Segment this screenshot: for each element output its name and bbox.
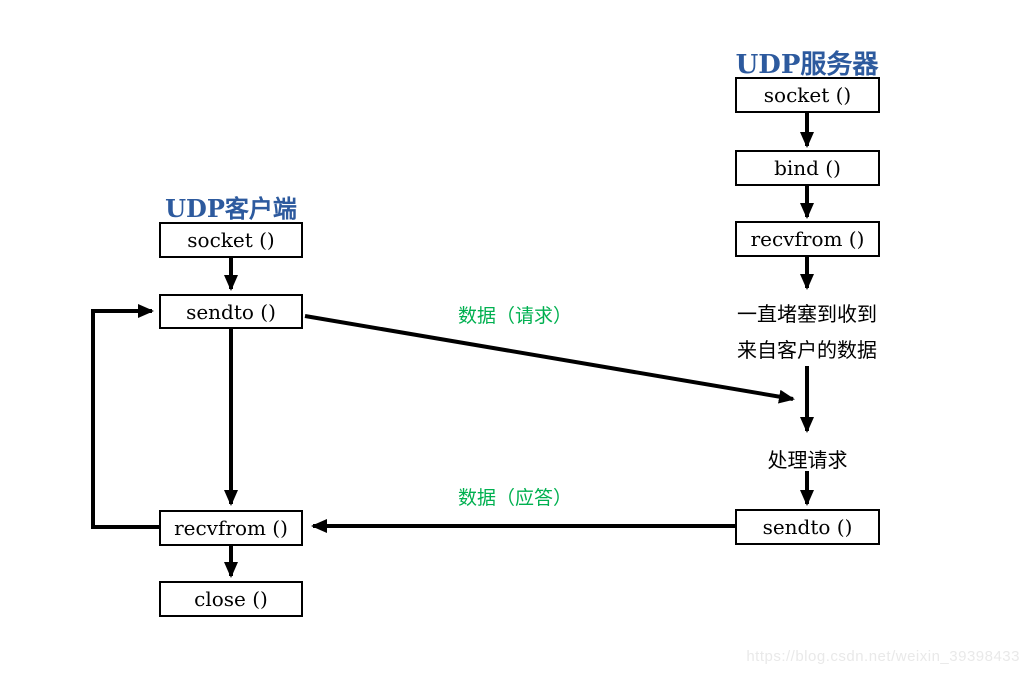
server-recvfrom-box: recvfrom () <box>735 221 880 257</box>
server-title: UDP服务器 <box>735 50 879 80</box>
server-socket-box: socket () <box>735 77 880 113</box>
request-data-label: 数据（请求） <box>457 306 572 327</box>
arrow-client-loop-back <box>91 304 159 529</box>
server-blocking-note-line1: 一直堵塞到收到 <box>737 304 877 326</box>
server-sendto-box: sendto () <box>735 509 880 545</box>
server-blocking-note-line2: 来自客户的数据 <box>737 340 877 362</box>
client-sendto-box: sendto () <box>159 294 303 329</box>
client-close-box: close () <box>159 581 303 617</box>
arrow-request-data <box>304 314 795 404</box>
client-socket-box: socket () <box>159 222 303 258</box>
client-recvfrom-box: recvfrom () <box>159 510 303 546</box>
server-process-request-note: 处理请求 <box>767 450 848 472</box>
watermark: https://blog.csdn.net/weixin_39398433 <box>746 648 1020 665</box>
server-blocking-note: 一直堵塞到收到 来自客户的数据 <box>717 297 897 369</box>
client-title: UDP客户端 <box>165 194 297 223</box>
response-data-label: 数据（应答） <box>457 488 572 509</box>
server-bind-box: bind () <box>735 150 880 186</box>
